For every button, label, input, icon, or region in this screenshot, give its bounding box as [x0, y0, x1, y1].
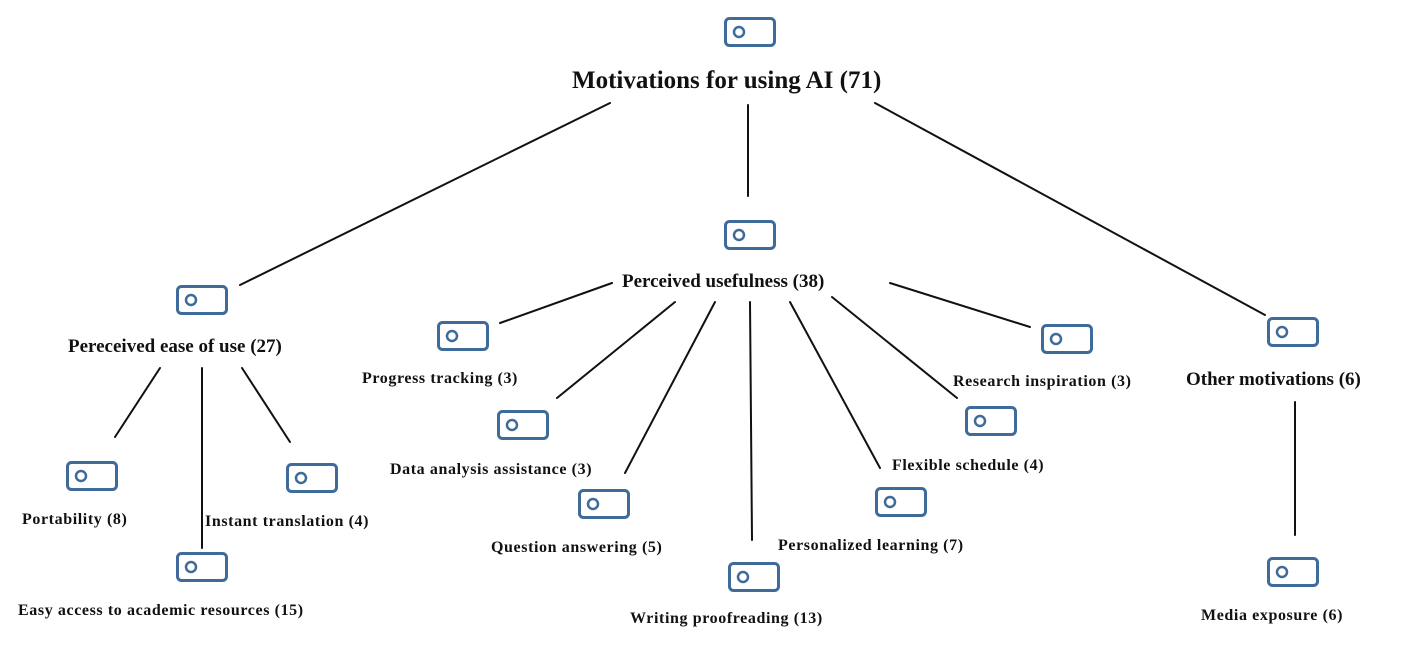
node-label-proofreading: Writing proofreading (13): [630, 610, 823, 627]
node-label-academic: Easy access to academic resources (15): [18, 602, 304, 619]
node-label-media: Media exposure (6): [1201, 607, 1344, 624]
code-node-icon: [965, 406, 1017, 436]
node-label-other: Other motivations (6): [1186, 369, 1361, 390]
edge-useful-proofreading: [749, 301, 753, 541]
code-node-icon: [1041, 324, 1093, 354]
code-node-icon: [437, 321, 489, 351]
node-label-question: Question answering (5): [491, 539, 663, 556]
code-node-icon: [724, 17, 776, 47]
edge-useful-progress: [499, 282, 613, 324]
code-node-icon: [66, 461, 118, 491]
code-node-icon: [176, 285, 228, 315]
code-node-icon: [875, 487, 927, 517]
edge-ease-portability: [114, 367, 161, 438]
node-label-flexible: Flexible schedule (4): [892, 457, 1045, 474]
code-node-icon: [286, 463, 338, 493]
code-node-icon: [497, 410, 549, 440]
code-node-icon: [578, 489, 630, 519]
edge-useful-research: [889, 282, 1031, 328]
edge-useful-question: [624, 301, 716, 474]
edge-useful-data: [556, 301, 676, 399]
code-node-icon: [1267, 317, 1319, 347]
node-label-useful: Perceived usefulness (38): [622, 271, 825, 292]
edge-root-ease: [239, 102, 611, 286]
code-node-icon: [1267, 557, 1319, 587]
edge-useful-flexible: [831, 296, 958, 399]
node-label-ease: Pereceived ease of use (27): [68, 336, 282, 357]
edge-root-other: [874, 102, 1266, 316]
node-label-personalized: Personalized learning (7): [778, 537, 964, 554]
node-label-root: Motivations for using AI (71): [572, 67, 882, 94]
node-label-data-analysis: Data analysis assistance (3): [390, 461, 593, 478]
edge-ease-translation: [241, 367, 291, 443]
node-label-translation: Instant translation (4): [205, 513, 370, 530]
code-node-icon: [176, 552, 228, 582]
node-label-research: Research inspiration (3): [953, 373, 1132, 390]
node-label-progress: Progress tracking (3): [362, 370, 518, 387]
code-node-icon: [728, 562, 780, 592]
code-node-icon: [724, 220, 776, 250]
edge-useful-personalized: [789, 301, 881, 469]
node-label-portability: Portability (8): [22, 511, 128, 528]
